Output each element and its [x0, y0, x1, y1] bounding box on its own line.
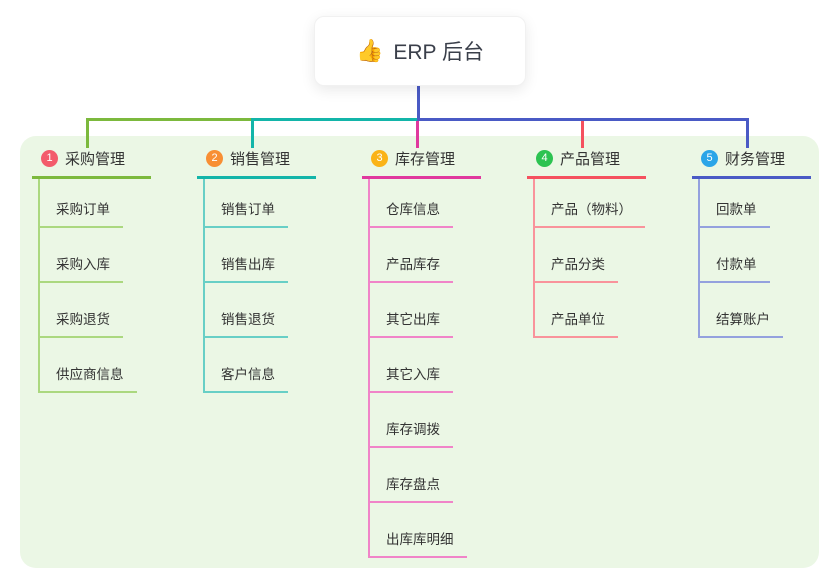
branch-badge: 2	[206, 150, 223, 167]
child-item[interactable]: 采购入库	[40, 228, 137, 283]
branch-label: 采购管理	[65, 151, 126, 168]
branch-badge: 3	[371, 150, 388, 167]
child-item[interactable]: 产品分类	[535, 228, 645, 283]
child-item[interactable]: 付款单	[700, 228, 783, 283]
root-label: ERP 后台	[393, 41, 485, 64]
mindmap-panel: 1 采购管理采购订单采购入库采购退货供应商信息 2 销售管理销售订单销售出库销售退货客…	[20, 136, 819, 568]
child-item[interactable]: 采购退货	[40, 283, 137, 338]
branch-column: 4 产品管理产品（物料） 产品分类产品单位	[527, 148, 646, 338]
child-label: 销售出库	[205, 253, 288, 283]
connector-root-stem	[417, 84, 420, 119]
child-item[interactable]: 产品单位	[535, 283, 645, 338]
branch-badge: 4	[536, 150, 553, 167]
child-label: 产品单位	[535, 308, 618, 338]
child-item[interactable]: 其它入库	[370, 338, 467, 393]
child-label: 付款单	[700, 253, 770, 283]
child-item[interactable]: 销售出库	[205, 228, 288, 283]
connector-bus-segment	[251, 118, 419, 121]
child-label: 其它入库	[370, 363, 453, 393]
connector-bus-segment	[86, 118, 251, 121]
child-label: 采购订单	[40, 198, 123, 228]
child-label: 采购退货	[40, 308, 123, 338]
child-item[interactable]: 出库库明细	[370, 503, 467, 558]
branch-header-1[interactable]: 1 采购管理	[32, 148, 151, 179]
child-label: 库存调拨	[370, 418, 453, 448]
children-group: 产品（物料） 产品分类产品单位	[533, 179, 645, 338]
child-label: 出库库明细	[370, 528, 467, 558]
child-item[interactable]: 供应商信息	[40, 338, 137, 393]
children-group: 回款单付款单结算账户	[698, 179, 783, 338]
child-label: 销售退货	[205, 308, 288, 338]
child-item[interactable]: 其它出库	[370, 283, 467, 338]
children-group: 采购订单采购入库采购退货供应商信息	[38, 179, 137, 393]
child-item[interactable]: 销售订单	[205, 179, 288, 228]
branch-label: 产品管理	[560, 151, 621, 168]
branch-header-4[interactable]: 4 产品管理	[527, 148, 646, 179]
branch-label: 库存管理	[395, 151, 456, 168]
children-group: 销售订单销售出库销售退货客户信息	[203, 179, 288, 393]
child-label: 库存盘点	[370, 473, 453, 503]
child-label: 采购入库	[40, 253, 123, 283]
child-item[interactable]: 客户信息	[205, 338, 288, 393]
branch-column: 3 库存管理仓库信息产品库存其它出库其它入库库存调拨库存盘点出库库明细	[362, 148, 481, 558]
branch-column: 1 采购管理采购订单采购入库采购退货供应商信息	[32, 148, 151, 393]
children-group: 仓库信息产品库存其它出库其它入库库存调拨库存盘点出库库明细	[368, 179, 467, 558]
child-item[interactable]: 回款单	[700, 179, 783, 228]
thumbs-up-icon: 👍	[355, 38, 384, 63]
child-label: 产品分类	[535, 253, 618, 283]
connector-bus-segment	[417, 118, 749, 121]
branch-badge: 5	[701, 150, 718, 167]
child-item[interactable]: 结算账户	[700, 283, 783, 338]
branch-header-2[interactable]: 2 销售管理	[197, 148, 316, 179]
branch-header-3[interactable]: 3 库存管理	[362, 148, 481, 179]
child-label: 销售订单	[205, 198, 288, 228]
branch-badge: 1	[41, 150, 58, 167]
branch-column: 2 销售管理销售订单销售出库销售退货客户信息	[197, 148, 316, 393]
branch-label: 财务管理	[725, 151, 786, 168]
child-item[interactable]: 库存调拨	[370, 393, 467, 448]
child-label: 产品库存	[370, 253, 453, 283]
child-label: 客户信息	[205, 363, 288, 393]
erp-root-node[interactable]: 👍 ERP 后台	[314, 16, 526, 86]
child-item[interactable]: 产品（物料）	[535, 179, 645, 228]
child-item[interactable]: 销售退货	[205, 283, 288, 338]
child-label: 产品（物料）	[535, 198, 645, 228]
child-label: 结算账户	[700, 308, 783, 338]
branch-header-5[interactable]: 5 财务管理	[692, 148, 811, 179]
child-label: 回款单	[700, 198, 770, 228]
child-item[interactable]: 采购订单	[40, 179, 137, 228]
branch-label: 销售管理	[230, 151, 291, 168]
child-label: 其它出库	[370, 308, 453, 338]
child-item[interactable]: 库存盘点	[370, 448, 467, 503]
child-item[interactable]: 仓库信息	[370, 179, 467, 228]
child-label: 供应商信息	[40, 363, 137, 393]
child-item[interactable]: 产品库存	[370, 228, 467, 283]
child-label: 仓库信息	[370, 198, 453, 228]
branch-column: 5 财务管理回款单付款单结算账户	[692, 148, 811, 338]
